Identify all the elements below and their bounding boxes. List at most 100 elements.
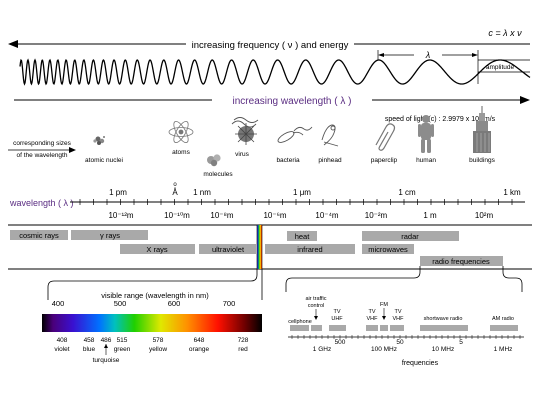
visible-callout-left <box>47 269 258 300</box>
radio-label-tv-uhf-2: UHF <box>331 316 343 322</box>
visible-name-green: green <box>114 346 131 353</box>
bottom-tick-10e-4: 10⁻⁴m <box>315 211 339 220</box>
radio-axis-ticks <box>291 335 521 339</box>
band-microwaves: microwaves <box>362 244 414 254</box>
bottom-tick-10e-8: 10⁻⁸m <box>210 211 233 220</box>
visible-nm-blue: 458 <box>84 337 95 344</box>
radio-tick-10mhz: 10 MHz <box>432 346 454 353</box>
visible-name-red: red <box>238 346 248 353</box>
radio-bar-shortwave <box>420 325 468 331</box>
frequency-arrow <box>8 40 530 48</box>
size-label-atoms: atoms <box>172 149 190 156</box>
visible-nm-orange: 648 <box>194 337 205 344</box>
svg-text:heat: heat <box>295 232 311 241</box>
radio-tick-500: 500 <box>335 339 346 346</box>
air-traffic-arrow-head <box>314 316 318 320</box>
fm-arrow-head <box>382 316 386 320</box>
atomic-nuclei-icon <box>93 136 105 145</box>
molecules-icon <box>207 154 221 167</box>
angstrom-ring: o <box>173 182 177 188</box>
top-tick-1km: 1 km <box>503 188 521 197</box>
radio-label-shortwave: shortwave radio <box>424 316 463 322</box>
size-label-molecules: molecules <box>203 171 233 178</box>
radio-label-am: AM radio <box>492 316 514 322</box>
svg-text:ultraviolet: ultraviolet <box>212 245 245 254</box>
wavelength-arrow <box>14 96 530 104</box>
visible-nm-violet: 408 <box>57 337 68 344</box>
svg-text:X rays: X rays <box>146 245 168 254</box>
bottom-tick-10e-6: 10⁻⁶m <box>263 211 286 220</box>
sine-wave <box>19 58 531 86</box>
visible-tick-500: 500 <box>114 299 127 308</box>
band-x-rays: X rays <box>120 244 195 254</box>
radio-tick-100mhz: 100 MHz <box>371 346 397 353</box>
radio-bar-air-traffic <box>311 325 322 331</box>
wave-formula: c = λ x ν <box>488 28 522 38</box>
band-heat: heat <box>287 231 317 241</box>
top-tick-1pm: 1 pm <box>109 188 127 197</box>
bacteria-icon <box>277 126 313 143</box>
radio-callout-right <box>502 266 523 292</box>
radio-bar-tv-vhf-a <box>366 325 378 331</box>
radio-tick-5: 5 <box>459 339 463 346</box>
size-label-bacteria: bacteria <box>276 157 300 164</box>
visible-name-turquoise: turquoise <box>93 357 120 364</box>
top-tick-1nm: 1 nm <box>193 188 211 197</box>
top-tick-1um: 1 μm <box>293 188 311 197</box>
bottom-tick-10e-12: 10⁻¹²m <box>108 211 133 220</box>
radio-bar-am <box>490 325 518 331</box>
radio-tick-50: 50 <box>396 339 404 346</box>
svg-text:radar: radar <box>401 232 419 241</box>
pinhead-icon <box>321 124 339 147</box>
radio-labels: cellphone air traffic control TV UHF FM … <box>288 296 514 325</box>
radio-callout-left <box>285 266 421 292</box>
visible-name-violet: violet <box>54 346 69 353</box>
bottom-tick-10e2: 10²m <box>475 211 494 220</box>
paperclip-icon <box>375 123 396 151</box>
buildings-icon <box>473 106 491 153</box>
band-radio-frequencies: radio frequencies <box>420 256 503 266</box>
visible-nm-red: 728 <box>238 337 249 344</box>
visible-sliver <box>257 225 262 269</box>
scale-ticks <box>79 199 513 205</box>
atom-icon <box>168 120 194 144</box>
svg-text:cosmic rays: cosmic rays <box>19 231 59 240</box>
visible-name-yellow: yellow <box>149 346 167 353</box>
band-ultraviolet: ultraviolet <box>199 244 256 254</box>
size-label-human: human <box>416 157 436 164</box>
visible-name-blue: blue <box>83 346 96 353</box>
radio-label-fm: FM <box>380 302 388 308</box>
turquoise-arrow-head <box>104 344 108 348</box>
visible-tick-600: 600 <box>168 299 181 308</box>
top-tick-1cm: 1 cm <box>398 188 416 197</box>
amplitude-marker <box>477 59 530 84</box>
svg-text:infrared: infrared <box>297 245 322 254</box>
sizes-caption-arrow <box>8 147 76 153</box>
speed-of-light: speed of light (c) : 2.9979 x 10⁸ m/s <box>385 116 496 123</box>
size-label-virus: virus <box>235 151 249 158</box>
top-tick-angstrom: Å <box>172 188 178 197</box>
band-infrared: infrared <box>265 244 355 254</box>
scale-title: wavelength ( λ ) <box>9 198 74 208</box>
lambda-symbol: λ <box>425 50 430 60</box>
visible-spectrum-strip <box>42 314 262 332</box>
radio-label-air-traffic-2: control <box>308 303 325 309</box>
size-label-buildings: buildings <box>469 157 495 164</box>
wavelength-label: increasing wavelength ( λ ) <box>233 96 352 107</box>
radio-tick-1mhz: 1 MHz <box>494 346 513 353</box>
visible-nm-green: 515 <box>117 337 128 344</box>
band-cosmic-rays: cosmic rays <box>10 230 68 240</box>
band-radar: radar <box>362 231 459 241</box>
size-label-pinhead: pinhead <box>318 157 342 164</box>
radio-bar-tv-vhf-b <box>390 325 404 331</box>
radio-tick-1ghz: 1 GHz <box>313 346 331 353</box>
radio-label-tv-uhf-1: TV <box>333 309 340 315</box>
visible-title: visible range (wavelength in nm) <box>101 291 209 300</box>
radio-label-tv-vhf-b1: TV <box>394 309 401 315</box>
band-gamma-rays: γ rays <box>71 230 148 240</box>
visible-tick-400: 400 <box>52 299 65 308</box>
radio-bar-cellphone <box>290 325 309 331</box>
svg-text:radio frequencies: radio frequencies <box>432 257 490 266</box>
visible-tick-700: 700 <box>223 299 236 308</box>
